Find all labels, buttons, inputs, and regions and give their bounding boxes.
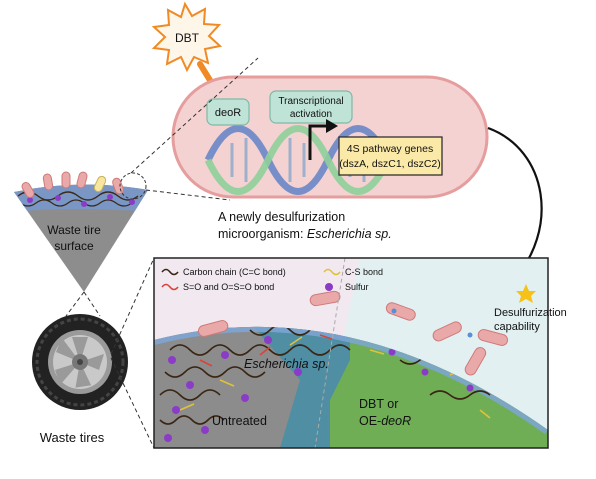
pathway-genes-box <box>338 136 443 176</box>
zone-label-dbt-line2: OE-deoR <box>359 414 411 428</box>
tire-surface-cone: Waste tire surface <box>14 171 148 292</box>
legend-so-bond-swatch <box>161 283 179 291</box>
deor-gene-box <box>206 98 250 126</box>
panel-bacteria <box>197 290 509 376</box>
starburst-icon <box>151 1 223 73</box>
zone-label-untreated: Untreated <box>212 414 267 428</box>
legend-sulfur: Sulfur <box>345 282 369 292</box>
pathway-label-line1: 4S pathway genes <box>347 143 433 155</box>
capability: Desulfurization capability <box>494 284 567 333</box>
caption-line1: A newly desulfurization <box>218 210 345 224</box>
surface-panel: Carbon chain (C=C bond) C-S bond S=O and… <box>153 257 549 449</box>
zoom-lines-tire <box>65 257 155 449</box>
promoter-arrow-icon <box>308 119 338 160</box>
zone-dbt-plain: OE- <box>359 414 381 428</box>
legend-cs-bond-swatch <box>323 268 341 276</box>
zone-label-escherichia: Escherichia sp. <box>244 357 329 371</box>
caption-line2: microorganism: Escherichia sp. <box>218 227 392 241</box>
capability-line2: capability <box>494 321 540 333</box>
star-icon <box>516 284 536 303</box>
legend-so-bond: S=O and O=S=O bond <box>183 282 274 292</box>
zone-label-dbt-line1: DBT or <box>359 397 398 411</box>
pathway-label-line2: (dszA, dszC1, dszC2) <box>339 158 441 170</box>
bacterium-cell: deoR Transcriptional activation 4S pathw… <box>171 75 489 199</box>
legend: Carbon chain (C=C bond) C-S bond S=O and… <box>161 267 383 292</box>
legend-carbon-chain: Carbon chain (C=C bond) <box>183 267 286 277</box>
dbt-starburst: DBT <box>151 1 223 73</box>
activation-box <box>269 90 353 124</box>
waste-tire-icon <box>32 314 128 410</box>
caption-italic: Escherichia sp. <box>307 227 392 241</box>
capability-line1: Desulfurization <box>494 307 567 319</box>
legend-cs-bond: C-S bond <box>345 267 383 277</box>
legend-carbon-chain-swatch <box>161 268 179 276</box>
tire-label: Waste tires <box>40 430 105 445</box>
legend-sulfur-swatch <box>325 283 333 291</box>
zone-dbt-italic: deoR <box>381 414 411 428</box>
zoom-circle <box>119 172 147 200</box>
caption-plain: microorganism: <box>218 227 307 241</box>
zoom-lines-cell <box>130 57 259 201</box>
starburst-label: DBT <box>175 31 200 45</box>
cone-label-line2: surface <box>54 239 94 253</box>
activation-label-line1: Transcriptional <box>278 96 343 107</box>
cone-label-line1: Waste tire <box>47 223 101 237</box>
activation-label-line2: activation <box>290 109 332 120</box>
deor-label: deoR <box>215 107 241 119</box>
